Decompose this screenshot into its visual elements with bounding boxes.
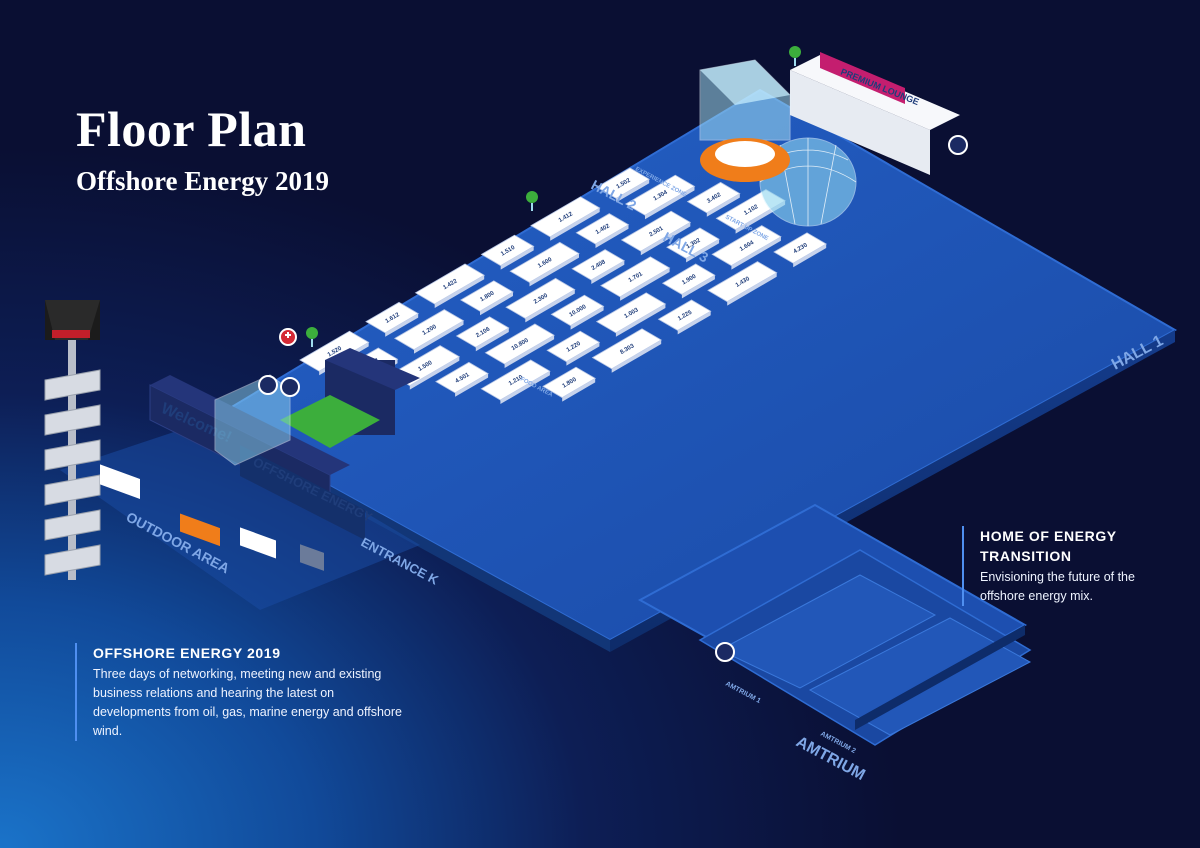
booth-block-side [611, 340, 662, 373]
outdoor-path [60, 420, 420, 610]
info-offshore-heading: OFFSHORE ENERGY 2019 [93, 645, 281, 661]
info-offshore-body: Three days of networking, meeting new an… [93, 667, 402, 738]
booth-block-side [500, 371, 550, 404]
info-home-body: Envisioning the future of the offshore e… [980, 570, 1135, 603]
wifi-icon[interactable] [280, 377, 300, 397]
booth-block-side [591, 260, 625, 284]
booth-block-side [409, 356, 460, 390]
booth-block-side [434, 275, 485, 308]
booth-block-side [686, 239, 720, 263]
booth-block-side [562, 378, 596, 402]
lift-icon[interactable] [258, 375, 278, 395]
experience-stage [700, 138, 790, 182]
info-icon[interactable] [306, 327, 318, 347]
booth-block-side [595, 224, 629, 248]
page-subtitle: Offshore Energy 2019 [76, 166, 329, 196]
booth-block-side [793, 244, 827, 268]
info-icon[interactable] [789, 46, 801, 66]
booth-block-side [731, 236, 781, 270]
booth-block-side [620, 268, 670, 301]
booth-grid: 1.5201.6121.4221.5101.4121.5021.4041.200… [299, 167, 827, 404]
booth-block-side [677, 311, 711, 335]
booth-block-side [616, 179, 650, 203]
amtrium-floor [637, 503, 1032, 746]
booth-block-side [570, 306, 604, 330]
toilet-icon[interactable] [948, 135, 968, 155]
booth-block-side [681, 275, 715, 299]
booth-block-side [529, 253, 579, 287]
booth-block-side [455, 373, 489, 397]
booth-block-side [645, 186, 695, 220]
info-home-energy-transition: HOME OF ENERGY TRANSITION Envisioning th… [962, 526, 1180, 606]
booth-block-side [385, 313, 419, 337]
booth-block-side [566, 342, 600, 366]
booth-block-side [475, 328, 509, 352]
info-home-heading: HOME OF ENERGY TRANSITION [980, 528, 1117, 564]
booth-block-side [525, 289, 575, 323]
booth-block-side [504, 335, 555, 368]
info-offshore-energy: OFFSHORE ENERGY 2019 Three days of netwo… [75, 643, 413, 741]
booth-block-side [414, 320, 464, 354]
glass-cube [214, 374, 291, 466]
booth-block-side [706, 193, 740, 217]
amtrium-1-label: AMTRIUM 1 [724, 681, 762, 705]
vehicles [100, 464, 324, 571]
booth-block-side [727, 272, 777, 306]
booth-block-side [480, 292, 513, 316]
booth-block-side [640, 222, 691, 256]
booth-block-side [615, 304, 666, 337]
glass-pavilion [699, 59, 791, 141]
title-block: Floor Plan Offshore Energy 2019 [76, 104, 329, 195]
observation-tower [44, 300, 101, 580]
page-title: Floor Plan [76, 101, 307, 157]
first-aid-icon[interactable] [279, 328, 297, 346]
booth-block-side [500, 246, 534, 270]
booth-block-side [550, 208, 600, 241]
info-icon[interactable] [526, 191, 538, 211]
toilet-icon[interactable] [715, 642, 735, 662]
green-turf [280, 395, 380, 448]
